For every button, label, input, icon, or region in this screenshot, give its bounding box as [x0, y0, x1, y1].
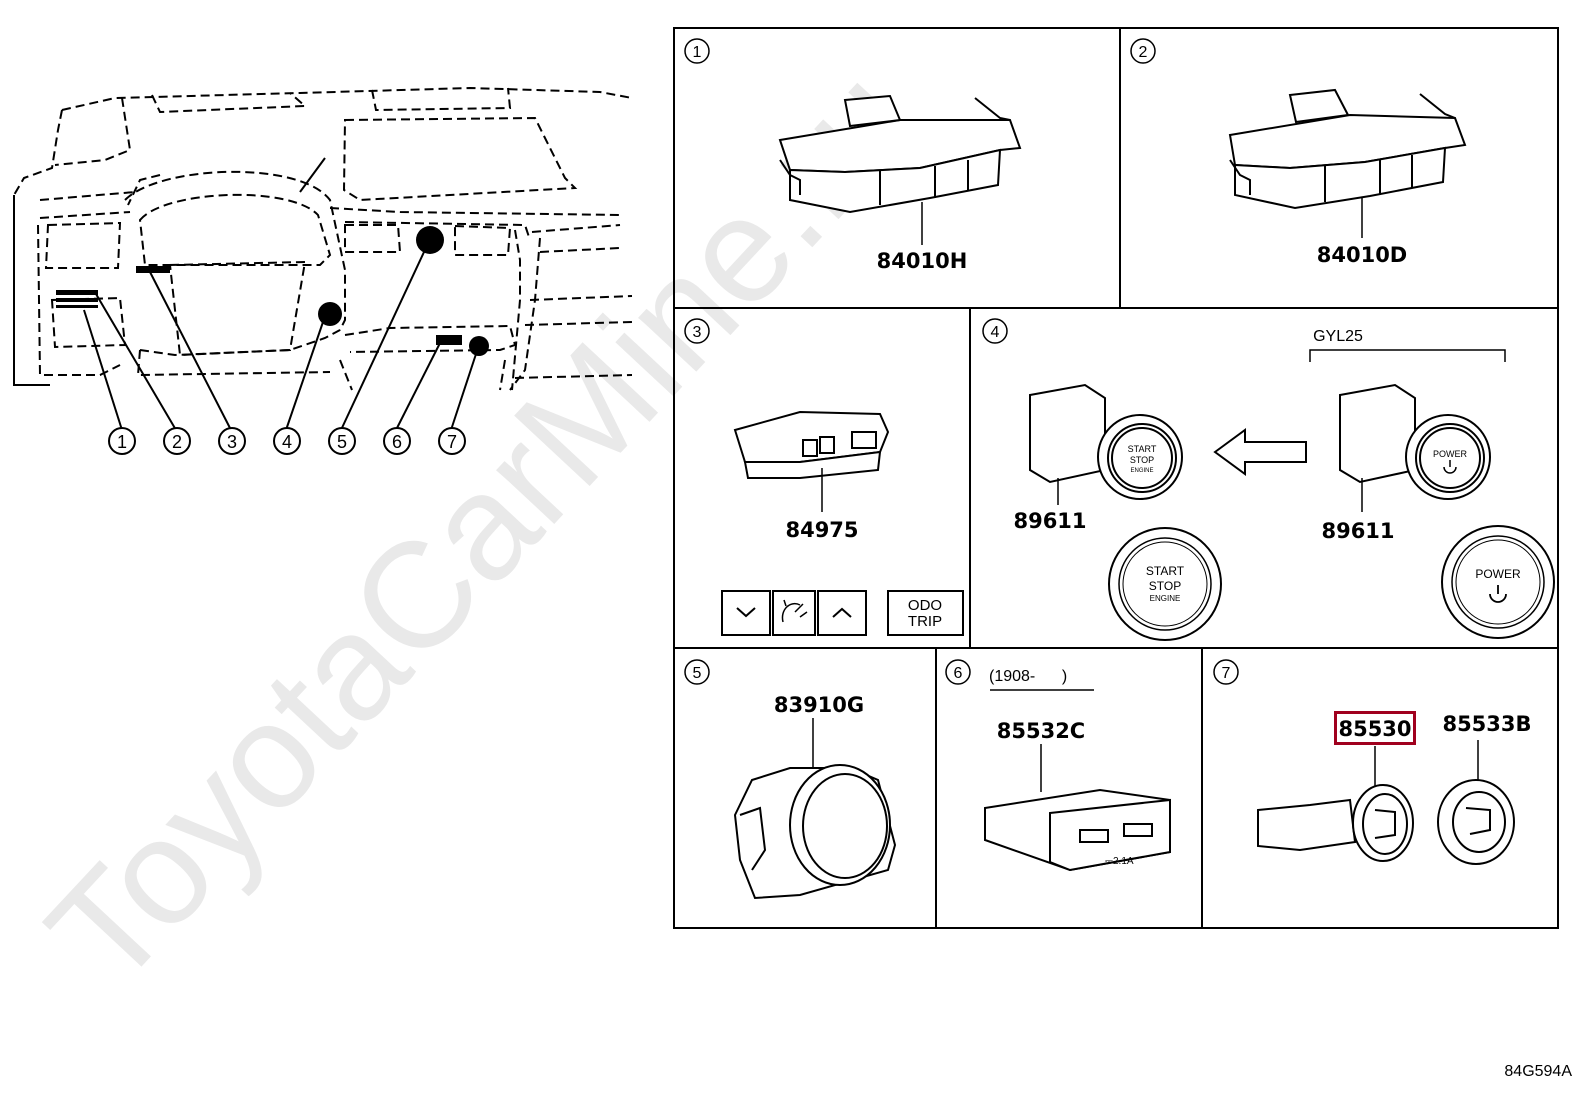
panel-indices: 1 2 3 4 5 6 7 — [684, 38, 1239, 685]
callout-6: 6 — [383, 427, 411, 455]
start-stop-switch-drawing: START STOP ENGINE — [1029, 383, 1183, 500]
panel-5-index: 5 — [684, 659, 710, 685]
panel-4-index: 4 — [982, 318, 1008, 344]
dashboard-callouts: 1 2 3 4 5 6 7 — [108, 427, 466, 455]
power-switch-drawing: POWER — [1339, 383, 1491, 500]
usb-port-right — [1123, 823, 1153, 837]
panel-2-index: 2 — [1130, 38, 1156, 64]
power-switch-label: POWER — [1433, 449, 1468, 459]
up-button-face — [817, 590, 867, 636]
panel-4-part-number-right: 89611 — [1321, 519, 1394, 543]
callout-3: 3 — [218, 427, 246, 455]
odo-trip-button-face — [887, 590, 964, 636]
svg-text:2: 2 — [172, 432, 182, 452]
panel-7-part-drawing — [1257, 779, 1515, 865]
svg-text:3: 3 — [227, 432, 237, 452]
start-switch-engine-text: ENGINE — [1130, 468, 1153, 474]
panel-3-index: 3 — [684, 318, 710, 344]
panel-2-switch-drawing — [1228, 88, 1467, 210]
panel-1-part-number: 84010H — [877, 249, 968, 273]
power-face-icon — [1489, 585, 1507, 603]
svg-text:5: 5 — [693, 665, 702, 682]
svg-text:7: 7 — [447, 432, 457, 452]
svg-text:3: 3 — [693, 324, 702, 341]
panel-1-index: 1 — [684, 38, 710, 64]
panel-4-part-number-left: 89611 — [1013, 509, 1086, 533]
panel-6-date-range: (1908- ) — [989, 668, 1067, 685]
callout-7: 7 — [438, 427, 466, 455]
brightness-icon — [781, 599, 808, 623]
svg-text:6: 6 — [954, 665, 963, 682]
panel-3-switch-drawing — [733, 410, 890, 479]
svg-text:1: 1 — [117, 432, 127, 452]
svg-text:4: 4 — [282, 432, 292, 452]
callout-4: 4 — [273, 427, 301, 455]
start-face-start-text: START — [1146, 564, 1185, 578]
callout-2: 2 — [163, 427, 191, 455]
usb-rating-label: ⎓2.1A — [1105, 856, 1134, 867]
panel-7-part-number-85533B: 85533B — [1442, 712, 1531, 736]
panel-4-variant-bracket — [1309, 349, 1506, 362]
callout-5: 5 — [328, 427, 356, 455]
start-face-engine-text: ENGINE — [1150, 594, 1181, 603]
down-button-face — [721, 590, 771, 636]
panel-3-part-number: 84975 — [785, 518, 858, 542]
power-icon — [1443, 460, 1457, 474]
usb-port-left — [1079, 829, 1109, 843]
panel-3-button-faces: ODO TRIP — [721, 590, 964, 636]
panel-2-part-number: 84010D — [1317, 243, 1408, 267]
panel-7-part-number-85530: 85530 — [1338, 717, 1411, 741]
panel-1-switch-drawing — [778, 94, 1022, 214]
dashboard-markers — [56, 226, 489, 356]
dashboard-leaders — [83, 251, 477, 431]
panel-6-part-drawing: ⎓2.1A — [984, 788, 1171, 872]
start-stop-button-face: START STOP ENGINE — [1108, 527, 1222, 641]
svg-text:1: 1 — [693, 44, 702, 61]
panel-4-variant-label: GYL25 — [1313, 328, 1363, 345]
trip-label: TRIP — [908, 613, 942, 630]
svg-text:4: 4 — [991, 324, 1000, 341]
parts-grid — [673, 27, 1559, 929]
diagram-code: 84G594A — [1504, 1063, 1572, 1080]
svg-text:7: 7 — [1222, 665, 1231, 682]
start-switch-stop-text: STOP — [1130, 455, 1154, 465]
start-face-stop-text: STOP — [1149, 579, 1181, 593]
panel-6-index: 6 — [945, 659, 971, 685]
panel-6-part-number: 85532C — [997, 719, 1085, 743]
odo-label: ODO — [908, 597, 942, 614]
svg-text:2: 2 — [1139, 44, 1148, 61]
start-switch-start-text: START — [1128, 444, 1157, 454]
chevron-down-icon — [736, 607, 756, 618]
arrow-left-icon — [1213, 428, 1307, 476]
svg-text:5: 5 — [337, 432, 347, 452]
svg-text:6: 6 — [392, 432, 402, 452]
chevron-up-icon — [832, 607, 852, 618]
power-face-label: POWER — [1475, 567, 1521, 581]
panel-5-part-drawing — [733, 764, 897, 900]
power-button-face: POWER — [1441, 525, 1555, 639]
display-button-face — [772, 590, 816, 636]
panel-7-index: 7 — [1213, 659, 1239, 685]
panel-5-part-number: 83910G — [774, 693, 864, 717]
callout-1: 1 — [108, 427, 136, 455]
